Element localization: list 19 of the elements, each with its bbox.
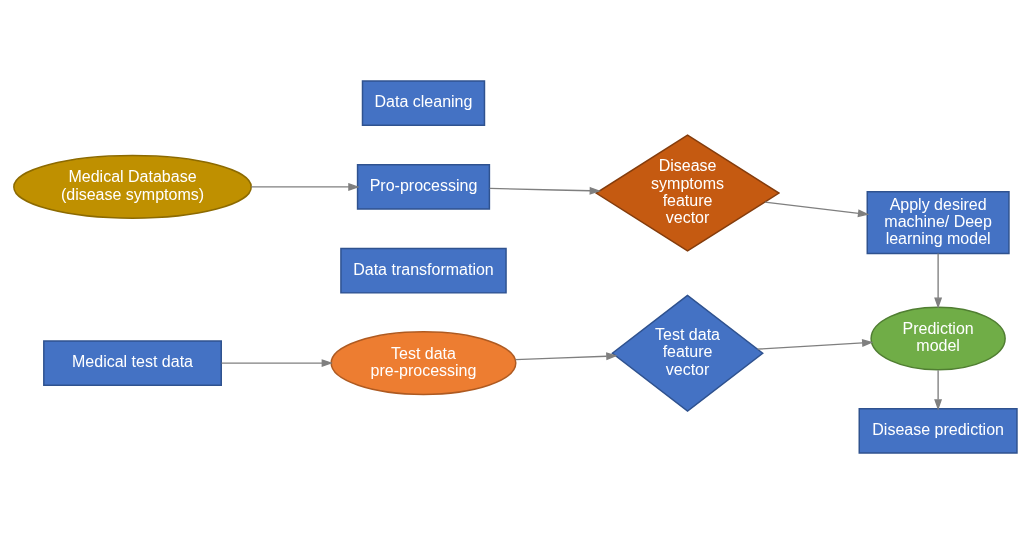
node-box: Medical test data [43,339,222,386]
node-diamond: Test data feature vector [611,293,764,412]
node-ellipse: Test data pre-processing [330,330,517,395]
node-box: Pro-processing [356,163,491,210]
node-box: Disease prediction [858,407,1018,454]
arrow [250,182,360,191]
arrow [489,186,601,195]
arrow [934,369,943,411]
arrow [764,200,870,217]
arrow [934,252,943,309]
node-box: Data cleaning [361,79,486,126]
arrow [514,351,618,360]
node-ellipse: Prediction model [870,305,1006,370]
node-ellipse: Medical Database (disease symptoms) [13,154,252,219]
node-diamond: Disease symptoms feature vector [594,133,781,252]
arrow [756,338,874,350]
arrow [220,358,333,367]
node-box: Apply desired machine/ Deep learning model [866,190,1010,254]
node-box: Data transformation [340,247,507,294]
